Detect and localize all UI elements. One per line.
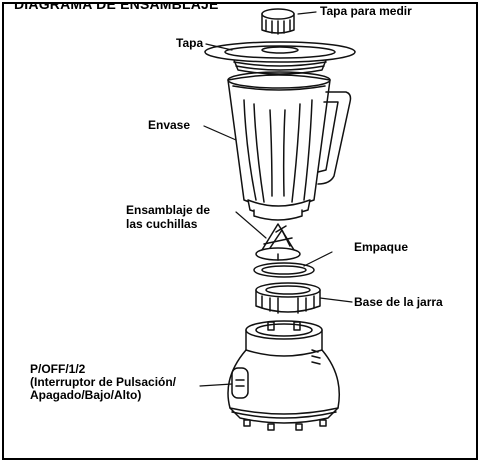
measuring-cap-illustration — [261, 8, 295, 35]
blade-assembly-illustration — [255, 223, 301, 261]
motor-base-illustration — [227, 320, 341, 431]
label-measuring-cap: Tapa para medir — [320, 4, 412, 18]
label-gasket: Empaque — [354, 240, 409, 254]
label-jar: Envase — [148, 118, 191, 132]
label-blade-assembly-line1: Ensamblaje de — [126, 203, 211, 217]
lid-illustration — [204, 41, 356, 75]
gasket-illustration — [253, 262, 315, 278]
jar-illustration — [227, 71, 352, 221]
leader-lines — [199, 11, 353, 387]
label-blade-assembly-line2: las cuchillas — [126, 217, 198, 231]
label-switch-line1: P/OFF/1/2 — [30, 362, 86, 376]
label-switch-line2: (Interruptor de Pulsación/ — [30, 375, 177, 389]
label-switch-line3: Apagado/Bajo/Alto) — [30, 388, 142, 402]
diagram-title: DIAGRAMA DE ENSAMBLAJE — [14, 2, 219, 12]
label-jar-base: Base de la jarra — [354, 295, 443, 309]
jar-base-illustration — [255, 282, 321, 314]
label-lid: Tapa — [176, 36, 204, 50]
